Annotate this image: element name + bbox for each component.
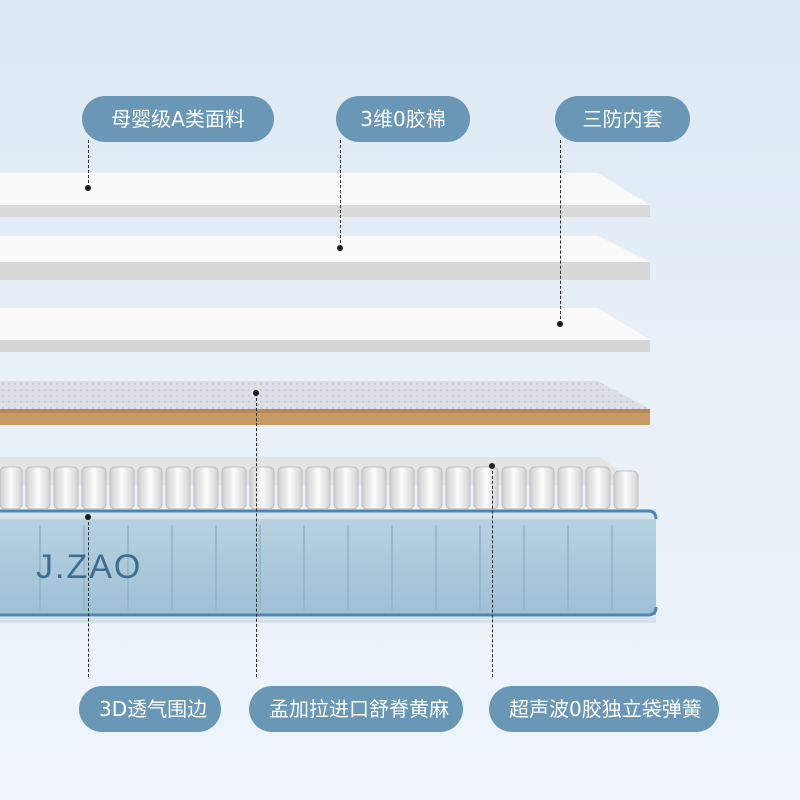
layer-jute xyxy=(0,381,650,425)
marker-dot xyxy=(85,185,91,191)
label-inner-cover: 三防内套 xyxy=(555,96,690,142)
marker-dot xyxy=(489,463,495,469)
label-spring: 超声波0胶独立袋弹簧 xyxy=(489,686,719,732)
marker-dot xyxy=(253,390,259,396)
label-fabric: 母婴级A类面料 xyxy=(82,96,274,142)
leader-line xyxy=(560,140,561,324)
leader-line xyxy=(492,466,493,677)
label-cotton: 3维0胶棉 xyxy=(336,96,470,142)
leader-line xyxy=(88,517,89,677)
layer-fabric xyxy=(0,173,650,217)
marker-dot xyxy=(337,245,343,251)
marker-dot xyxy=(85,514,91,520)
layer-cotton xyxy=(0,236,650,280)
marker-dot xyxy=(557,321,563,327)
label-jute: 孟加拉进口舒脊黄麻 xyxy=(249,686,463,732)
brand-logo: J.ZAO xyxy=(36,548,143,586)
leader-line xyxy=(88,140,89,188)
leader-line xyxy=(340,140,341,248)
layer-inner-cover xyxy=(0,308,650,352)
layer-spring-mattress xyxy=(0,457,658,623)
label-3d-border: 3D透气围边 xyxy=(79,686,221,732)
leader-line xyxy=(256,393,257,677)
